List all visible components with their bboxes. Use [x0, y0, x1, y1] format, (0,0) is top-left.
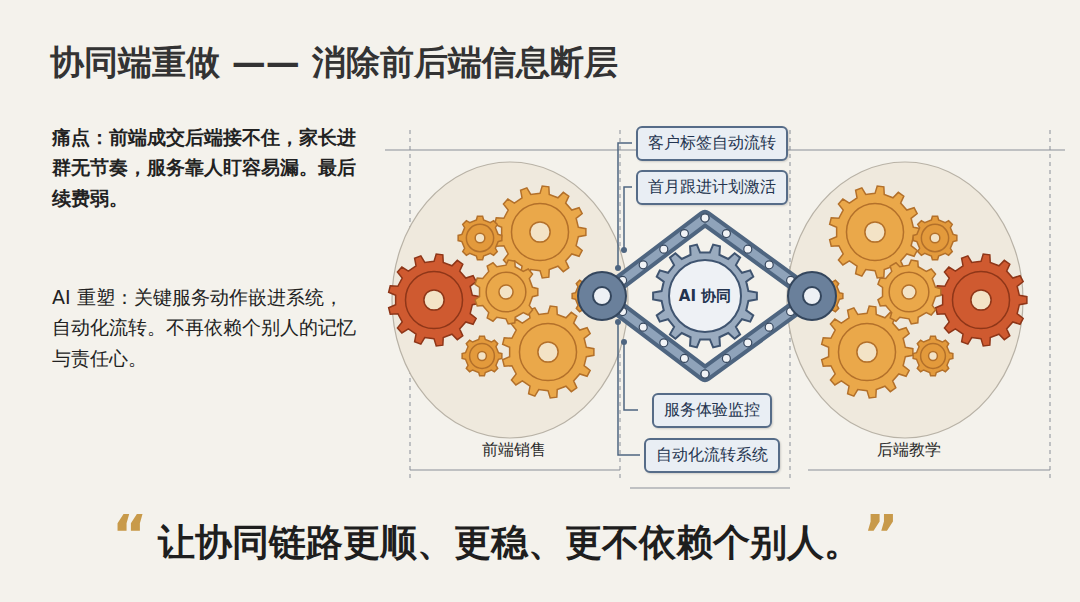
chain-pin — [722, 230, 730, 238]
gear-ring — [486, 272, 526, 312]
gear — [475, 260, 538, 324]
gear-hub — [475, 233, 485, 243]
label-box: 自动化流转系统 — [644, 438, 780, 473]
ai-reshape-text: AI 重塑：关键服务动作嵌进系统，自动化流转。不再依赖个别人的记忆与责任心。 — [52, 282, 357, 373]
leader-line — [624, 342, 638, 410]
gear-node: AI 协同 — [650, 241, 760, 351]
gear-hub — [499, 285, 513, 299]
chain-pin — [701, 214, 709, 222]
gear-ring — [519, 323, 576, 380]
gear-hub — [424, 290, 444, 310]
caption: 让协同链路更顺、更稳、更不依赖个别人。 — [158, 518, 861, 568]
chain-pin — [765, 323, 773, 331]
sprocket — [578, 272, 626, 320]
chain-pin — [639, 261, 647, 269]
gear-hub — [971, 290, 991, 310]
pain-point-text: 痛点：前端成交后端接不住，家长进群无节奏，服务靠人盯容易漏。最后续费弱。 — [52, 122, 357, 213]
gear-text: AI 协同 — [650, 241, 760, 351]
gear-hub — [857, 342, 877, 362]
node-text: 自动化流转系统 — [656, 445, 768, 466]
chain-pin — [660, 339, 668, 347]
gear — [389, 254, 480, 346]
leader-dot — [621, 247, 627, 253]
chain-pin — [701, 370, 709, 378]
dimension-label: 后端教学 — [873, 440, 945, 461]
leader-dot — [615, 319, 621, 325]
gear-face — [669, 260, 741, 332]
chain-pin — [701, 214, 709, 222]
chain-pin — [639, 323, 647, 331]
label-box: 服务体验监控 — [652, 393, 772, 428]
node-text: 客户标签自动流转 — [648, 133, 776, 154]
chain-pin — [744, 339, 752, 347]
chain-pin — [680, 354, 688, 362]
gear-hub — [478, 352, 487, 361]
chain-pin — [765, 261, 773, 269]
dimension-label: 前端销售 — [478, 440, 550, 461]
gear — [913, 216, 957, 260]
node-text: 首月跟进计划激活 — [648, 177, 776, 198]
gear-hub — [902, 285, 916, 299]
title: 协同端重做 —— 消除前后端信息断层 — [50, 40, 618, 86]
cluster-outline — [787, 162, 1023, 438]
gear-hub — [538, 342, 558, 362]
cluster-outline — [392, 162, 628, 438]
dimension-line — [808, 470, 1050, 471]
chain-pin — [701, 370, 709, 378]
gear — [830, 186, 921, 278]
gear-ring — [838, 323, 895, 380]
gear-hub — [929, 352, 938, 361]
sprocket — [788, 272, 836, 320]
gear-ring — [921, 344, 946, 369]
label-box: 首月跟进计划激活 — [636, 170, 788, 205]
gear — [503, 306, 594, 398]
gear — [913, 336, 953, 376]
chain-pin — [722, 354, 730, 362]
quote-mark: “ — [112, 508, 148, 562]
node-text: 服务体验监控 — [664, 400, 760, 421]
dimension-line — [630, 488, 790, 489]
gear-ring — [470, 344, 495, 369]
dimension-line — [410, 470, 620, 471]
gear-ring — [846, 203, 903, 260]
gear-hub — [530, 222, 550, 242]
label-box: 客户标签自动流转 — [636, 126, 788, 161]
gear-ring — [405, 271, 462, 328]
leader-dot — [621, 339, 627, 345]
guide-line — [1050, 130, 1051, 480]
gear-ring — [921, 224, 948, 251]
gear-ring — [889, 272, 929, 312]
gear — [936, 254, 1027, 346]
leader-dot — [615, 265, 621, 271]
gear — [653, 245, 757, 348]
leader-line — [618, 322, 640, 455]
gear — [458, 216, 502, 260]
gear-ring — [466, 224, 493, 251]
gear-hub — [930, 233, 940, 243]
node-text: AI 协同 — [679, 287, 731, 306]
leader-line — [624, 187, 632, 250]
gear — [822, 306, 913, 398]
sprocket-hub — [593, 287, 611, 305]
chain-pin — [744, 245, 752, 253]
sprocket-hub — [803, 287, 821, 305]
chain-pin — [680, 230, 688, 238]
gear — [878, 260, 941, 324]
gear-ring — [952, 271, 1009, 328]
gear-ring — [511, 203, 568, 260]
leader-line — [618, 143, 632, 268]
quote-mark: ” — [863, 508, 899, 562]
gear-hub — [865, 222, 885, 242]
gear — [462, 336, 502, 376]
chain-pin — [660, 245, 668, 253]
